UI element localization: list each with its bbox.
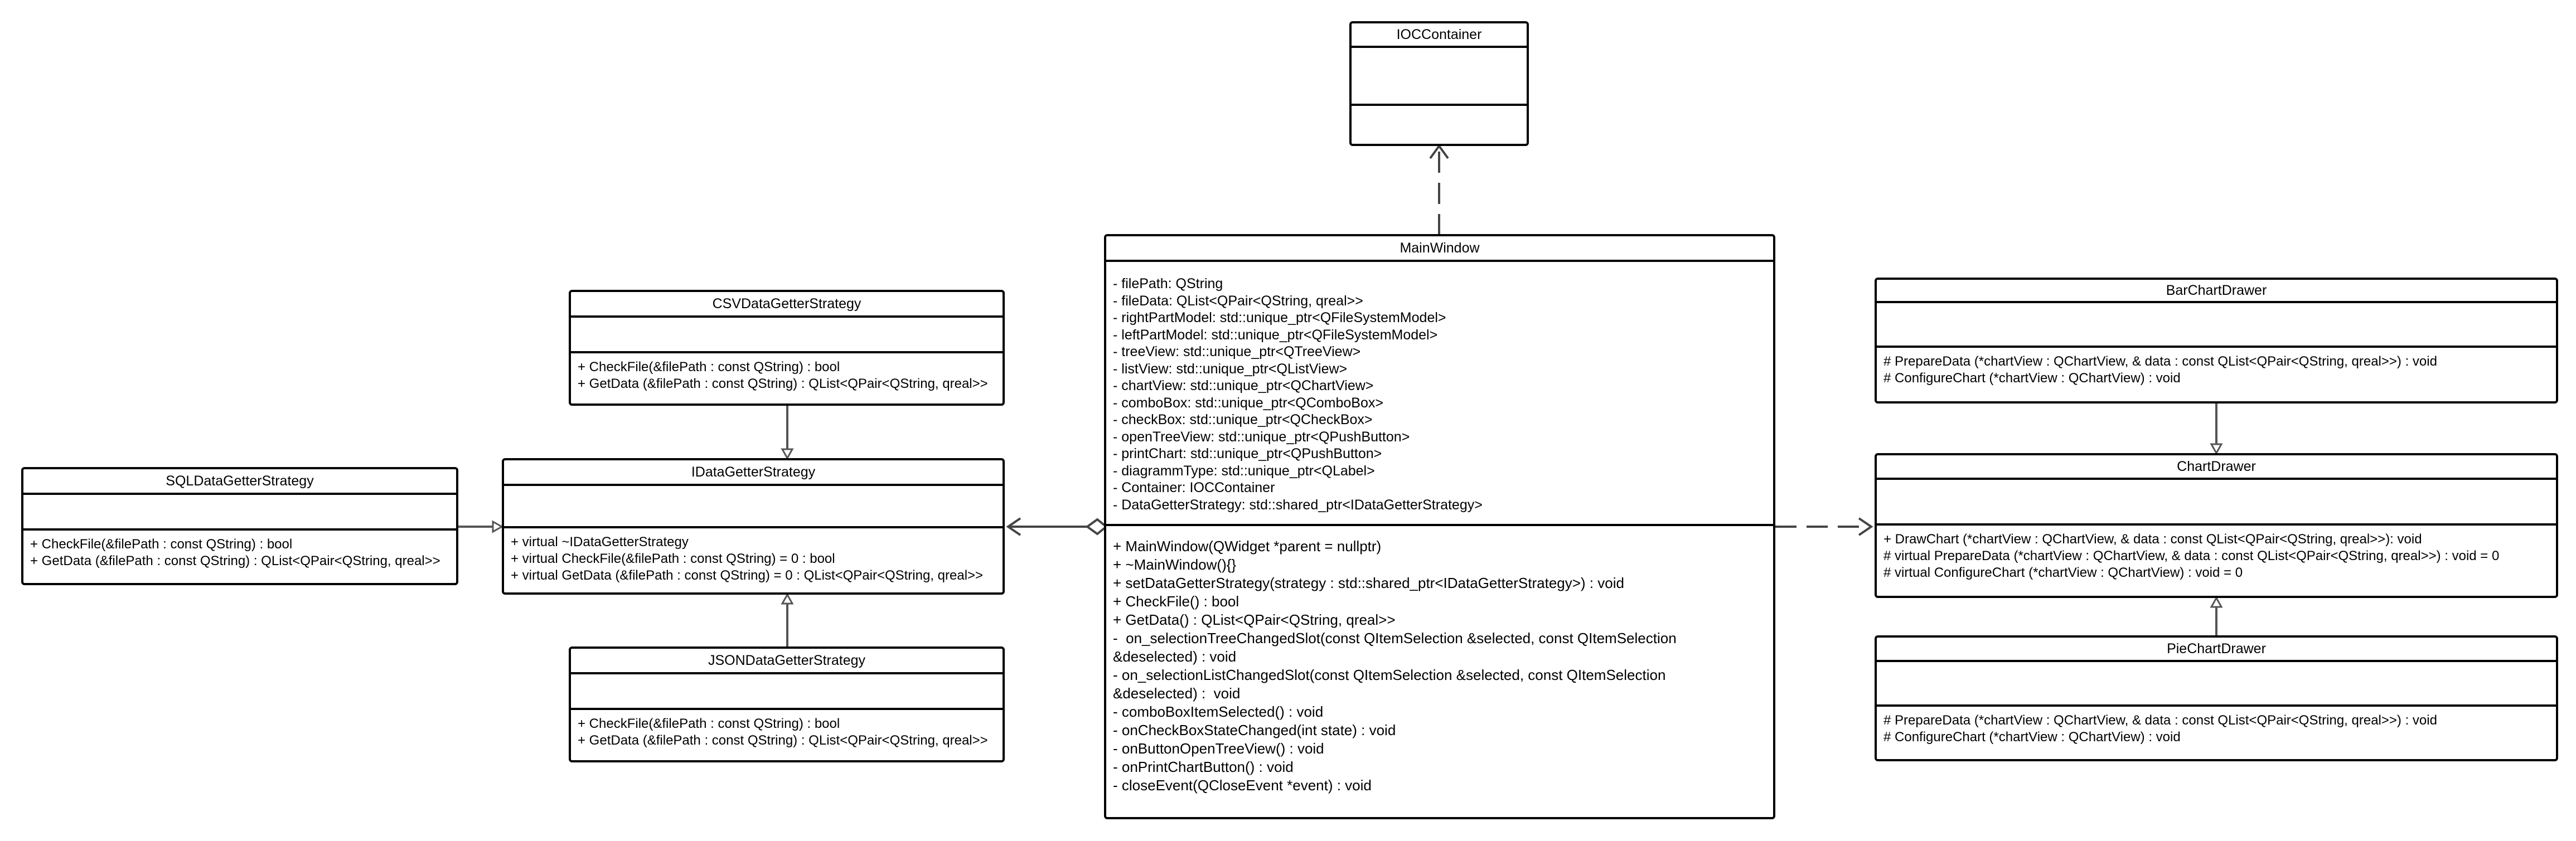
class-attributes [571,674,1003,710]
class-barchartdrawer[interactable]: BarChartDrawer # PrepareData (*chartView… [1875,278,2558,404]
operation-line: + CheckFile(&filePath : const QString) :… [578,359,840,375]
operation-line: + GetData (&filePath : const QString) : … [30,553,440,568]
attribute-line: - filePath: QString [1113,276,1223,291]
aggregation-mainwindow-idatagetterstrategy [1006,517,1108,536]
attribute-line: - DataGetterStrategy: std::shared_ptr<ID… [1113,497,1483,513]
class-operations: # PrepareData (*chartView : QChartView, … [1877,348,2556,401]
class-name: JSONDataGetterStrategy [708,652,866,668]
class-mainwindow[interactable]: MainWindow - filePath: QString - fileData… [1104,234,1775,819]
operation-line: - onButtonOpenTreeView() : void [1113,740,1324,757]
operation-line: - on_selectionListChangedSlot(const QIte… [1113,667,1666,683]
operation-line: + setDataGetterStrategy(strategy : std::… [1113,575,1624,591]
class-piechartdrawer[interactable]: PieChartDrawer # PrepareData (*chartView… [1875,635,2558,761]
operation-line: &deselected) : void [1113,648,1237,665]
operation-line: + CheckFile() : bool [1113,593,1239,610]
class-idatagetterstrategy[interactable]: IDataGetterStrategy + virtual ~IDataGett… [502,458,1005,595]
class-operations: + DrawChart (*chartView : QChartView, & … [1877,526,2556,596]
class-title: SQLDataGetterStrategy [23,469,456,495]
class-name: MainWindow [1400,240,1480,256]
class-operations: + CheckFile(&filePath : const QString) :… [571,710,1003,760]
operation-line: + GetData() : QList<QPair<QString, qreal… [1113,611,1396,628]
operation-line: + CheckFile(&filePath : const QString) :… [30,537,293,552]
class-title: IDataGetterStrategy [504,460,1003,486]
class-operations: + MainWindow(QWidget *parent = nullptr)+… [1106,526,1773,817]
operation-line: # PrepareData (*chartView : QChartView, … [1883,354,2437,369]
class-title: IOCContainer [1352,23,1527,48]
operation-line: + virtual CheckFile(&filePath : const QS… [511,551,835,566]
operation-line: - onPrintChartButton() : void [1113,759,1294,775]
class-name: ChartDrawer [2177,458,2256,474]
class-name: IOCContainer [1396,26,1482,42]
class-operations: + virtual ~IDataGetterStrategy+ virtual … [504,528,1003,592]
attribute-line: - checkBox: std::unique_ptr<QCheckBox> [1113,412,1373,427]
class-name: CSVDataGetterStrategy [712,295,861,312]
class-attributes [1352,48,1527,106]
class-attributes [1877,480,2556,526]
class-operations: + CheckFile(&filePath : const QString) :… [23,531,456,583]
class-title: JSONDataGetterStrategy [571,649,1003,674]
attribute-line: - treeView: std::unique_ptr<QTreeView> [1113,344,1361,359]
operation-line: + GetData (&filePath : const QString) : … [578,376,988,391]
attribute-line: - rightPartModel: std::unique_ptr<QFileS… [1113,310,1446,325]
class-sqldatagetterstrategy[interactable]: SQLDataGetterStrategy + CheckFile(&fileP… [21,467,458,585]
class-attributes [1877,303,2556,348]
class-operations: + CheckFile(&filePath : const QString) :… [571,353,1003,404]
operation-line: &deselected) : void [1113,685,1241,702]
dependency-mainwindow-ioccontainer [1429,144,1449,235]
operation-line: + virtual ~IDataGetterStrategy [511,534,689,550]
operation-line: # virtual PrepareData (*chartView : QCha… [1883,548,2500,563]
dependency-mainwindow-chartdrawer [1775,517,1873,536]
class-attributes [23,495,456,531]
generalization-json-idata [781,592,794,646]
attribute-line: - diagrammType: std::unique_ptr<QLabel> [1113,463,1375,479]
generalization-sql-idata [458,520,504,533]
operation-line: - on_selectionTreeChangedSlot(const QIte… [1113,630,1677,646]
generalization-csv-idata [781,406,794,460]
class-title: PieChartDrawer [1877,638,2556,662]
class-title: ChartDrawer [1877,455,2556,480]
class-name: BarChartDrawer [2166,282,2267,298]
generalization-bar-chartdrawer [2210,404,2223,455]
operation-line: - onCheckBoxStateChanged(int state) : vo… [1113,722,1396,738]
operation-line: + DrawChart (*chartView : QChartView, & … [1883,532,2422,547]
class-attributes: - filePath: QString - fileData: QList<QPa… [1106,262,1773,526]
attribute-line: - leftPartModel: std::unique_ptr<QFileSy… [1113,327,1438,343]
operation-line: + ~MainWindow(){} [1113,556,1237,573]
operation-line: + virtual GetData (&filePath : const QSt… [511,568,984,583]
class-name: SQLDataGetterStrategy [166,473,314,489]
class-name: IDataGetterStrategy [691,464,816,480]
attribute-line: - printChart: std::unique_ptr<QPushButto… [1113,446,1382,461]
operation-line: # ConfigureChart (*chartView : QChartVie… [1883,730,2181,745]
operation-line: - comboBoxItemSelected() : void [1113,703,1324,720]
attribute-line: - chartView: std::unique_ptr<QChartView> [1113,378,1374,393]
class-attributes [504,486,1003,528]
operation-line: + GetData (&filePath : const QString) : … [578,733,988,748]
operation-line: # ConfigureChart (*chartView : QChartVie… [1883,371,2181,386]
class-attributes [571,318,1003,353]
class-ioccontainer[interactable]: IOCContainer [1349,21,1529,146]
class-operations [1352,106,1527,144]
class-name: PieChartDrawer [2167,640,2266,657]
class-attributes [1877,662,2556,707]
class-csvdatagetterstrategy[interactable]: CSVDataGetterStrategy + CheckFile(&fileP… [569,290,1005,406]
attribute-line: - Container: IOCContainer [1113,480,1275,495]
attribute-line: - fileData: QList<QPair<QString, qreal>> [1113,293,1363,309]
generalization-pie-chartdrawer [2210,596,2223,635]
class-chartdrawer[interactable]: ChartDrawer + DrawChart (*chartView : QC… [1875,453,2558,598]
class-title: MainWindow [1106,236,1773,262]
class-title: BarChartDrawer [1877,280,2556,303]
class-title: CSVDataGetterStrategy [571,292,1003,318]
class-operations: # PrepareData (*chartView : QChartView, … [1877,707,2556,759]
operation-line: + MainWindow(QWidget *parent = nullptr) [1113,538,1382,555]
operation-line: # PrepareData (*chartView : QChartView, … [1883,713,2437,728]
operation-line: + CheckFile(&filePath : const QString) :… [578,716,840,731]
attribute-line: - listView: std::unique_ptr<QListView> [1113,361,1348,377]
class-jsondatagetterstrategy[interactable]: JSONDataGetterStrategy + CheckFile(&file… [569,646,1005,762]
operation-line: - closeEvent(QCloseEvent *event) : void [1113,777,1372,794]
attribute-line: - openTreeView: std::unique_ptr<QPushBut… [1113,429,1410,445]
operation-line: # virtual ConfigureChart (*chartView : Q… [1883,565,2243,580]
attribute-line: - comboBox: std::unique_ptr<QComboBox> [1113,395,1383,411]
